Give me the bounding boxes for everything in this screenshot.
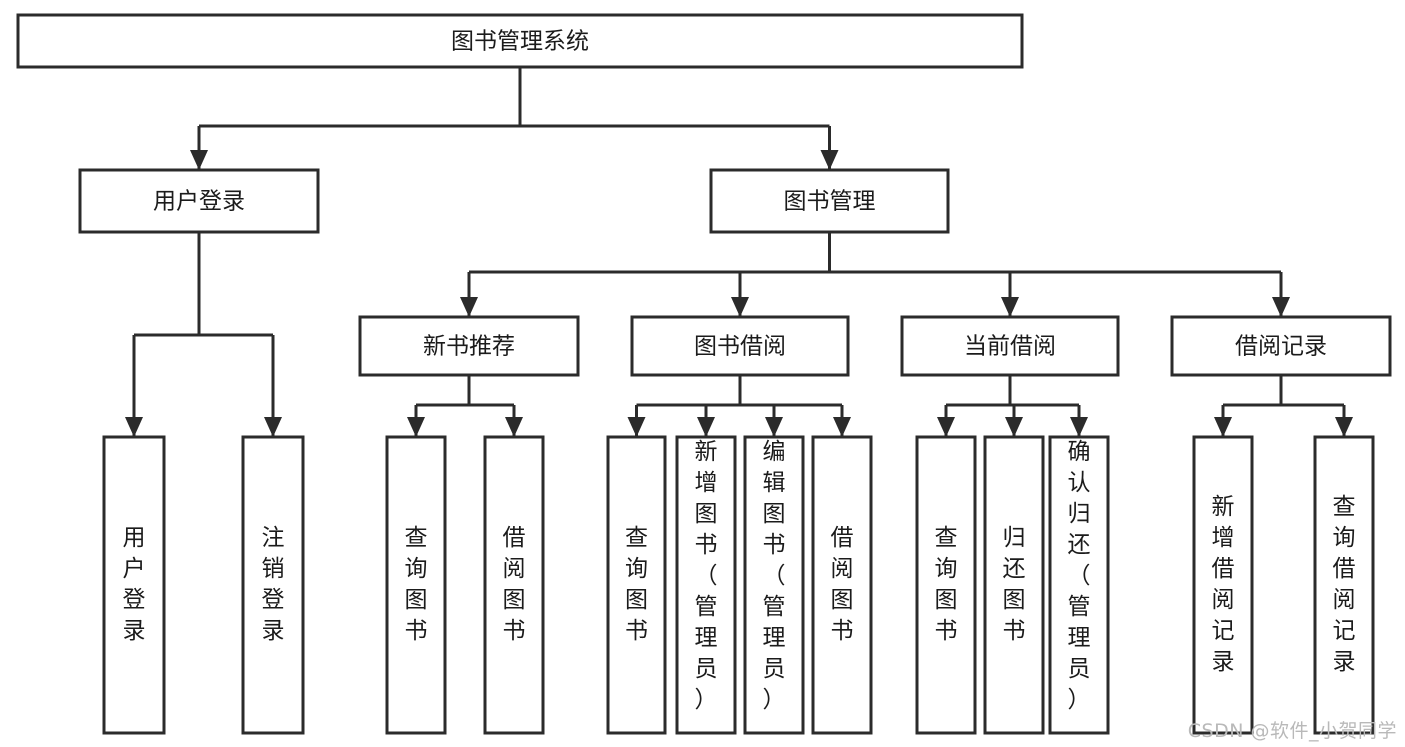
- level2-node-label: 图书管理: [784, 189, 876, 215]
- connector-records-to-leaves: [1214, 375, 1353, 437]
- leaf-node-11[interactable]: 确认归还（管理员）: [1048, 435, 1110, 735]
- leaf-node-label: 确认归还（管理员）: [1068, 439, 1091, 713]
- arrow-head-icon: [627, 417, 646, 437]
- leaf-node-5[interactable]: 查询图书: [606, 435, 667, 735]
- level3-node-label: 图书借阅: [694, 334, 786, 360]
- arrow-head-icon: [937, 417, 955, 437]
- level3-node-label: 新书推荐: [423, 334, 515, 360]
- leaf-node-10[interactable]: 归还图书: [983, 435, 1045, 735]
- leaf-node-label: 注销登录: [262, 525, 285, 644]
- leaf-node-4[interactable]: 借阅图书: [483, 435, 545, 735]
- level2-node-box[interactable]: [78, 168, 320, 234]
- leaf-node-8[interactable]: 借阅图书: [811, 435, 873, 735]
- leaf-node-box[interactable]: [675, 435, 737, 735]
- level2-node-2[interactable]: 图书管理: [709, 168, 950, 234]
- leaf-node-label: 归还图书: [1003, 525, 1026, 644]
- arrow-head-icon: [833, 417, 851, 437]
- level3-node-box[interactable]: [1170, 315, 1392, 377]
- arrow-head-icon: [1070, 417, 1088, 437]
- root-node-1[interactable]: 图书管理系统: [16, 13, 1024, 69]
- arrow-head-icon: [765, 417, 783, 437]
- leaf-node-label: 查询图书: [625, 525, 648, 644]
- leaf-node-box[interactable]: [1048, 435, 1110, 735]
- leaf-node-label: 用户登录: [123, 525, 146, 644]
- leaf-node-box[interactable]: [915, 435, 977, 735]
- root-node-label: 图书管理系统: [451, 29, 589, 55]
- arrow-head-icon: [731, 297, 749, 317]
- arrow-head-icon: [505, 417, 523, 437]
- level3-node-1[interactable]: 新书推荐: [358, 315, 580, 377]
- leaf-node-box[interactable]: [241, 435, 305, 735]
- level2-node-label: 用户登录: [153, 189, 245, 215]
- connector-borrow-to-leaves: [627, 375, 851, 437]
- leaf-node-box[interactable]: [1313, 435, 1375, 735]
- leaf-node-box[interactable]: [606, 435, 667, 735]
- arrow-head-icon: [1335, 417, 1353, 437]
- leaf-node-label: 新增图书（管理员）: [695, 439, 718, 713]
- leaf-node-7[interactable]: 编辑图书（管理员）: [743, 435, 805, 735]
- arrow-head-icon: [125, 417, 143, 437]
- leaf-node-label: 新增借阅记录: [1212, 494, 1235, 675]
- leaf-node-6[interactable]: 新增图书（管理员）: [675, 435, 737, 735]
- arrow-head-icon: [407, 417, 425, 437]
- leaf-node-13[interactable]: 查询借阅记录: [1313, 435, 1375, 735]
- leaf-node-box[interactable]: [102, 435, 166, 735]
- leaf-node-box[interactable]: [1192, 435, 1254, 735]
- level3-node-4[interactable]: 借阅记录: [1170, 315, 1392, 377]
- arrow-head-icon: [1214, 417, 1232, 437]
- level3-node-box[interactable]: [358, 315, 580, 377]
- leaf-node-label: 查询图书: [405, 525, 428, 644]
- leaf-node-2[interactable]: 注销登录: [241, 435, 305, 735]
- arrow-head-icon: [190, 150, 208, 170]
- level3-node-label: 当前借阅: [964, 334, 1056, 360]
- leaf-node-label: 编辑图书（管理员）: [763, 439, 786, 713]
- leaf-node-1[interactable]: 用户登录: [102, 435, 166, 735]
- leaf-node-9[interactable]: 查询图书: [915, 435, 977, 735]
- arrow-head-icon: [1272, 297, 1290, 317]
- leaf-node-box[interactable]: [385, 435, 447, 735]
- level3-node-box[interactable]: [900, 315, 1120, 377]
- arrow-head-icon: [264, 417, 282, 437]
- arrow-head-icon: [1005, 417, 1023, 437]
- leaf-node-box[interactable]: [983, 435, 1045, 735]
- arrow-head-icon: [1001, 297, 1019, 317]
- connector-bookmgmt-to-level3: [460, 232, 1290, 317]
- leaf-node-label: 借阅图书: [503, 525, 526, 644]
- leaf-node-box[interactable]: [811, 435, 873, 735]
- level3-node-box[interactable]: [630, 315, 850, 377]
- leaf-node-label: 查询借阅记录: [1333, 494, 1356, 675]
- connector-layer: [125, 67, 1353, 437]
- node-layer: 图书管理系统用户登录图书管理新书推荐图书借阅当前借阅借阅记录用户登录注销登录查询…: [16, 13, 1392, 735]
- level3-node-2[interactable]: 图书借阅: [630, 315, 850, 377]
- connector-newbook-to-leaves: [407, 375, 523, 437]
- leaf-node-box[interactable]: [483, 435, 545, 735]
- arrow-head-icon: [820, 150, 839, 170]
- leaf-node-12[interactable]: 新增借阅记录: [1192, 435, 1254, 735]
- root-node-box[interactable]: [16, 13, 1024, 69]
- leaf-node-label: 查询图书: [935, 525, 958, 644]
- leaf-node-box[interactable]: [743, 435, 805, 735]
- leaf-node-3[interactable]: 查询图书: [385, 435, 447, 735]
- connector-root-to-level2: [190, 67, 839, 170]
- connector-userlogin-to-leaves: [125, 232, 282, 437]
- level2-node-1[interactable]: 用户登录: [78, 168, 320, 234]
- level2-node-box[interactable]: [709, 168, 950, 234]
- arrow-head-icon: [697, 417, 715, 437]
- leaf-node-label: 借阅图书: [831, 525, 854, 644]
- level3-node-3[interactable]: 当前借阅: [900, 315, 1120, 377]
- level3-node-label: 借阅记录: [1235, 334, 1327, 360]
- arrow-head-icon: [460, 297, 478, 317]
- connector-currentborrow-to-leaves: [937, 375, 1088, 437]
